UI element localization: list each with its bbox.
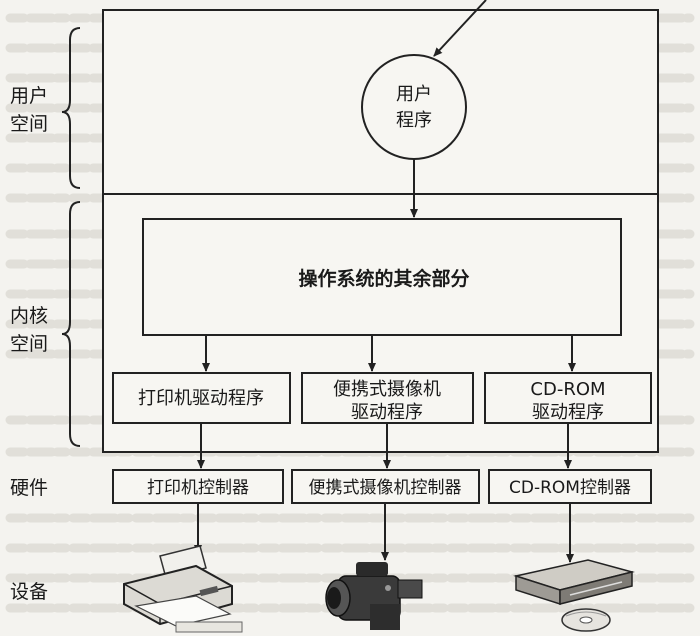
user-space-label-line2: 空间 [10,113,48,135]
camcorder-controller-label: 便携式摄像机控制器 [309,478,462,498]
user-space-label-line1: 用户 [10,85,48,107]
camcorder-driver-label-line1: 便携式摄像机 [333,379,441,400]
os-rest-label: 操作系统的其余部分 [298,267,469,290]
cdrom-driver-box [484,372,652,424]
user-program-node [361,54,467,160]
camcorder-controller-box [291,469,480,504]
printer-controller-box [112,469,284,504]
kernel-space-label-line1: 内核 [10,305,48,327]
camcorder-driver-label-line2: 驱动程序 [351,402,423,423]
os-rest-box [142,218,622,336]
incoming-arrow [433,0,487,57]
kernel-space-label-line2: 空间 [10,333,48,355]
disc-icon [561,608,611,632]
devices-label: 设备 [10,581,48,603]
cdrom-driver-label-line2: 驱动程序 [532,402,604,423]
user-program-label-line1: 用户 [396,84,432,105]
camcorder-icon [325,562,423,630]
printer-driver-box [112,372,291,424]
user-program-label-line2: 程序 [396,110,432,131]
cdrom-driver-label-line1: CD-ROM [530,379,605,400]
cdrom-drive-icon [513,559,635,606]
cdrom-controller-box [488,469,652,504]
printer-icon [123,545,243,633]
printer-driver-label: 打印机驱动程序 [138,388,264,409]
camcorder-driver-box [301,372,474,424]
printer-controller-label: 打印机控制器 [147,478,249,498]
user-space-brace [61,27,81,189]
hardware-label: 硬件 [10,477,48,499]
cdrom-controller-label: CD-ROM控制器 [509,478,631,498]
kernel-space-brace [61,201,81,447]
